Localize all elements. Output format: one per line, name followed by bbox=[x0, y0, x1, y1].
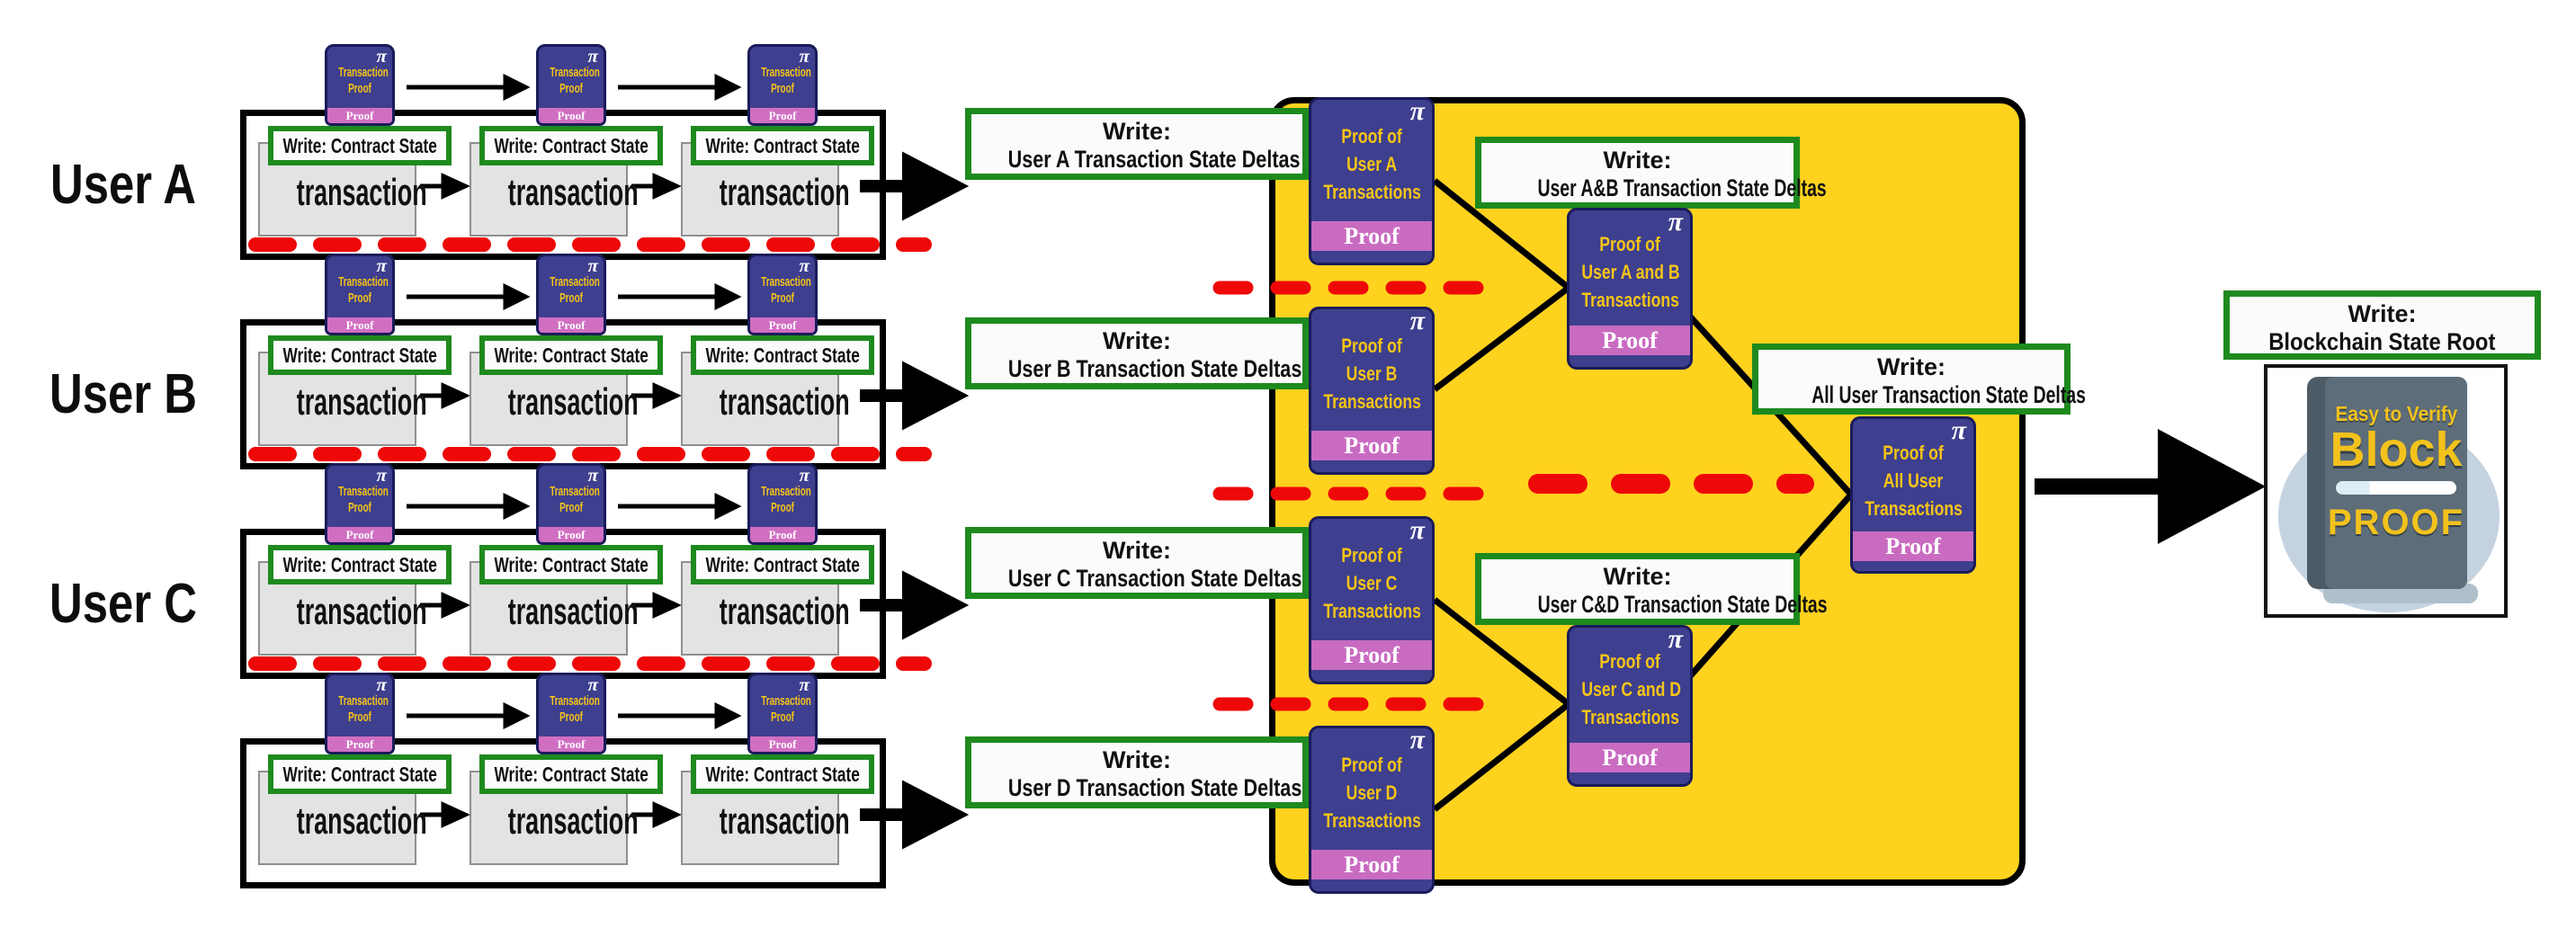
write-user-c-deltas: Write: User C Transaction State Deltas bbox=[965, 527, 1309, 599]
write-user-d-deltas: Write: User D Transaction State Deltas bbox=[965, 736, 1309, 808]
book-cover: Easy to Verify Block PROOF bbox=[2325, 377, 2467, 589]
pi-icon: π bbox=[376, 45, 387, 67]
proof-band: Proof bbox=[750, 736, 815, 752]
user-c-label: User C bbox=[49, 573, 197, 635]
badge-divider-bar bbox=[2336, 481, 2456, 495]
pi-icon: π bbox=[1409, 306, 1425, 335]
pi-icon: π bbox=[376, 464, 387, 486]
proof-band: Proof bbox=[539, 317, 604, 333]
write-contract-state-label: Write: Contract State bbox=[691, 335, 874, 375]
write-contract-state-label: Write: Contract State bbox=[479, 754, 663, 794]
pi-icon: π bbox=[376, 674, 387, 695]
pi-icon: π bbox=[799, 45, 809, 67]
proof-band: Proof bbox=[327, 317, 392, 333]
proof-band: Proof bbox=[1853, 531, 1973, 561]
pi-icon: π bbox=[799, 254, 809, 276]
write-contract-state-label: Write: Contract State bbox=[479, 335, 663, 375]
proof-band: Proof bbox=[1311, 640, 1432, 670]
write-contract-state-label: Write: Contract State bbox=[691, 754, 874, 794]
write-contract-state-label: Write: Contract State bbox=[691, 126, 874, 165]
write-contract-state-label: Write: Contract State bbox=[479, 545, 663, 585]
proof-band: Proof bbox=[1311, 221, 1432, 251]
write-user-a-deltas: Write: User A Transaction State Deltas bbox=[965, 108, 1309, 180]
user-row-c: User C transaction transaction transacti… bbox=[0, 463, 2576, 679]
proof-band: Proof bbox=[1311, 850, 1432, 879]
pi-icon: π bbox=[1409, 96, 1425, 126]
proof-band: Proof bbox=[750, 317, 815, 333]
write-contract-state-label: Write: Contract State bbox=[268, 126, 452, 165]
write-user-cd-deltas: Write: User C&D Transaction State Deltas bbox=[1475, 553, 1828, 625]
user-row-d: transaction transaction transaction Writ… bbox=[0, 673, 2576, 888]
write-user-ab-deltas: Write: User A&B Transaction State Deltas bbox=[1475, 137, 1827, 209]
pi-icon: π bbox=[587, 254, 598, 276]
pi-icon: π bbox=[1668, 207, 1683, 236]
pi-icon: π bbox=[1409, 515, 1425, 545]
write-all-user-deltas: Write: All User Transaction State Deltas bbox=[1752, 344, 2086, 415]
write-contract-state-label: Write: Contract State bbox=[691, 545, 874, 585]
badge-title: Block bbox=[2330, 423, 2463, 477]
write-contract-state-label: Write: Contract State bbox=[268, 754, 452, 794]
proof-band: Proof bbox=[539, 736, 604, 752]
proof-band: Proof bbox=[539, 527, 604, 542]
proof-band: Proof bbox=[327, 527, 392, 542]
block-proof-badge: Easy to Verify Block PROOF bbox=[2264, 364, 2508, 618]
pi-icon: π bbox=[587, 45, 598, 67]
user-b-label: User B bbox=[49, 363, 197, 425]
pi-icon: π bbox=[799, 464, 809, 486]
proof-band: Proof bbox=[1311, 431, 1432, 460]
pi-icon: π bbox=[1668, 624, 1683, 654]
write-contract-state-label: Write: Contract State bbox=[268, 545, 452, 585]
write-contract-state-label: Write: Contract State bbox=[479, 126, 663, 165]
user-row-b: User B transaction transaction transacti… bbox=[0, 254, 2576, 469]
pi-icon: π bbox=[1951, 415, 1966, 445]
write-contract-state-label: Write: Contract State bbox=[268, 335, 452, 375]
pi-icon: π bbox=[376, 254, 387, 276]
proof-band: Proof bbox=[750, 527, 815, 542]
pi-icon: π bbox=[1409, 725, 1425, 754]
proof-band: Proof bbox=[1570, 326, 1690, 355]
badge-subtitle: PROOF bbox=[2327, 503, 2465, 542]
proof-band: Proof bbox=[1570, 743, 1690, 772]
proof-band: Proof bbox=[327, 736, 392, 752]
pi-icon: π bbox=[799, 674, 809, 695]
pi-icon: π bbox=[587, 464, 598, 486]
write-blockchain-state-root: Write: Blockchain State Root bbox=[2223, 290, 2541, 360]
badge-tagline: Easy to Verify bbox=[2335, 402, 2457, 425]
proof-band: Proof bbox=[750, 108, 815, 123]
pi-icon: π bbox=[587, 674, 598, 695]
write-user-b-deltas: Write: User B Transaction State Deltas bbox=[965, 317, 1309, 389]
user-a-label: User A bbox=[49, 154, 197, 216]
proof-band: Proof bbox=[539, 108, 604, 123]
proof-band: Proof bbox=[327, 108, 392, 123]
